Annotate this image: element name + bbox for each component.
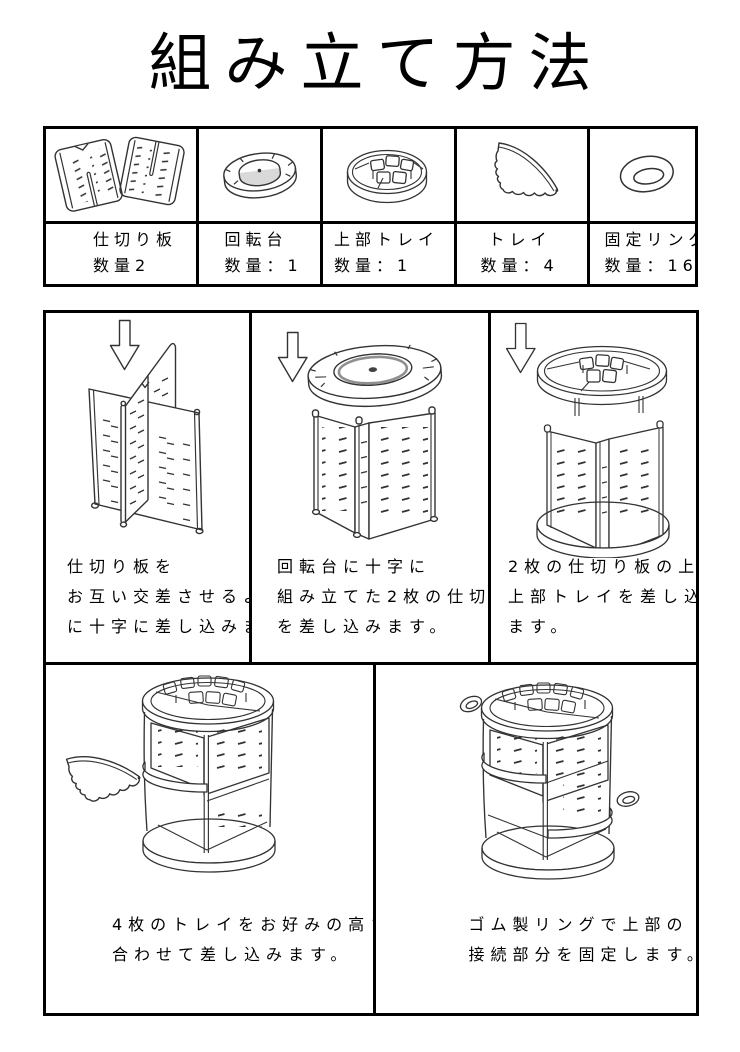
assembled-unit bbox=[141, 675, 276, 873]
step-text-line: 仕切り板を bbox=[67, 557, 178, 576]
part-quantity: 数量：4 bbox=[480, 256, 559, 275]
part-name: トレイ bbox=[488, 230, 552, 249]
tray-icon bbox=[493, 142, 559, 197]
page-title: 組み立て方法 bbox=[148, 27, 605, 100]
step-text-line: 回転台に十字に bbox=[277, 557, 432, 576]
top-tray-icon bbox=[346, 149, 428, 204]
floating-tray bbox=[62, 733, 144, 810]
parts-table: 仕切り板 数量2 回転台 数量：1 上部トレイ 数量：1 トレイ 数量：4 固定… bbox=[43, 126, 698, 287]
divider-boards-icon bbox=[54, 136, 185, 212]
part-label-rotary-base: 回転台 数量：1 bbox=[198, 224, 320, 284]
insert-arrow-icon bbox=[505, 322, 536, 374]
part-label-divider-boards: 仕切り板 数量2 bbox=[46, 224, 196, 284]
part-image-rotary-base bbox=[198, 129, 320, 221]
part-image-tray bbox=[456, 129, 587, 221]
step-text-line: に十字に差し込みます。 bbox=[67, 617, 249, 636]
part-quantity: 数量：1 bbox=[334, 256, 413, 275]
boards-inserted-into-rotary-base-illustration bbox=[277, 331, 443, 540]
insert-arrow-icon bbox=[109, 319, 140, 371]
part-name: 固定リング bbox=[604, 230, 696, 249]
part-name: 仕切り板 bbox=[93, 230, 178, 249]
step-5-description: ゴム製リングで上部の 接続部分を固定します。 bbox=[469, 910, 697, 970]
rubber-ring-icon bbox=[459, 695, 482, 713]
step-text-line: を差し込みます。 bbox=[277, 617, 452, 636]
part-label-tray: トレイ 数量：4 bbox=[456, 224, 587, 284]
fixing-ring-icon bbox=[619, 155, 674, 193]
part-quantity: 数量2 bbox=[93, 256, 151, 275]
rotary-base-icon bbox=[222, 152, 297, 199]
part-image-top-tray bbox=[323, 129, 454, 221]
step-text-line: 2枚の仕切り板の上に bbox=[508, 557, 696, 576]
step-3-description: 2枚の仕切り板の上に 上部トレイを差し込み ます。 bbox=[508, 552, 696, 642]
part-name: 上部トレイ bbox=[334, 230, 440, 249]
step-text-line: 接続部分を固定します。 bbox=[468, 945, 697, 964]
step-text-line: 組み立てた2枚の仕切り板 bbox=[277, 587, 488, 606]
assembly-steps: 仕切り板を お互い交差させるよう に十字に差し込みます。 bbox=[43, 310, 699, 1016]
assembled-unit bbox=[480, 682, 615, 880]
top-tray-placed-on-boards-illustration bbox=[505, 322, 670, 558]
step-2: 回転台に十字に 組み立てた2枚の仕切り板 を差し込みます。 bbox=[252, 313, 488, 662]
steps-row-1: 仕切り板を お互い交差させるよう に十字に差し込みます。 bbox=[46, 313, 696, 662]
step-text-line: 合わせて差し込みます。 bbox=[112, 945, 353, 964]
step-1: 仕切り板を お互い交差させるよう に十字に差し込みます。 bbox=[46, 313, 249, 662]
steps-row-2: 4枚のトレイをお好みの高さに 合わせて差し込みます。 bbox=[46, 665, 696, 1013]
step-4: 4枚のトレイをお好みの高さに 合わせて差し込みます。 bbox=[46, 665, 373, 1013]
crossed-divider-boards-illustration bbox=[88, 319, 204, 535]
rubber-ring-icon bbox=[616, 791, 639, 807]
step-text-line: ゴム製リングで上部の bbox=[468, 915, 689, 934]
step-1-description: 仕切り板を お互い交差させるよう に十字に差し込みます。 bbox=[67, 552, 249, 642]
step-3: 2枚の仕切り板の上に 上部トレイを差し込み ます。 bbox=[491, 313, 696, 662]
rubber-rings-fix-top-illustration bbox=[459, 682, 639, 880]
part-quantity: 数量：1 bbox=[224, 256, 303, 275]
part-quantity: 数量：16 bbox=[604, 256, 695, 275]
part-image-divider-boards bbox=[46, 129, 196, 221]
step-text-line: 上部トレイを差し込み bbox=[508, 587, 696, 606]
step-text-line: 4枚のトレイをお好みの高さに bbox=[112, 915, 373, 934]
step-text-line: お互い交差させるよう bbox=[67, 587, 249, 606]
insert-arrow-icon bbox=[277, 331, 308, 383]
step-5: ゴム製リングで上部の 接続部分を固定します。 bbox=[375, 665, 697, 1013]
step-2-description: 回転台に十字に 組み立てた2枚の仕切り板 を差し込みます。 bbox=[277, 552, 488, 642]
part-image-fixing-ring bbox=[589, 129, 695, 221]
trays-inserted-at-height-illustration bbox=[62, 675, 276, 873]
step-4-description: 4枚のトレイをお好みの高さに 合わせて差し込みます。 bbox=[112, 910, 373, 970]
part-name: 回転台 bbox=[224, 230, 288, 249]
part-label-top-tray: 上部トレイ 数量：1 bbox=[323, 224, 454, 284]
part-label-fixing-ring: 固定リング 数量：16 bbox=[589, 224, 696, 284]
step-text-line: ます。 bbox=[508, 617, 573, 636]
